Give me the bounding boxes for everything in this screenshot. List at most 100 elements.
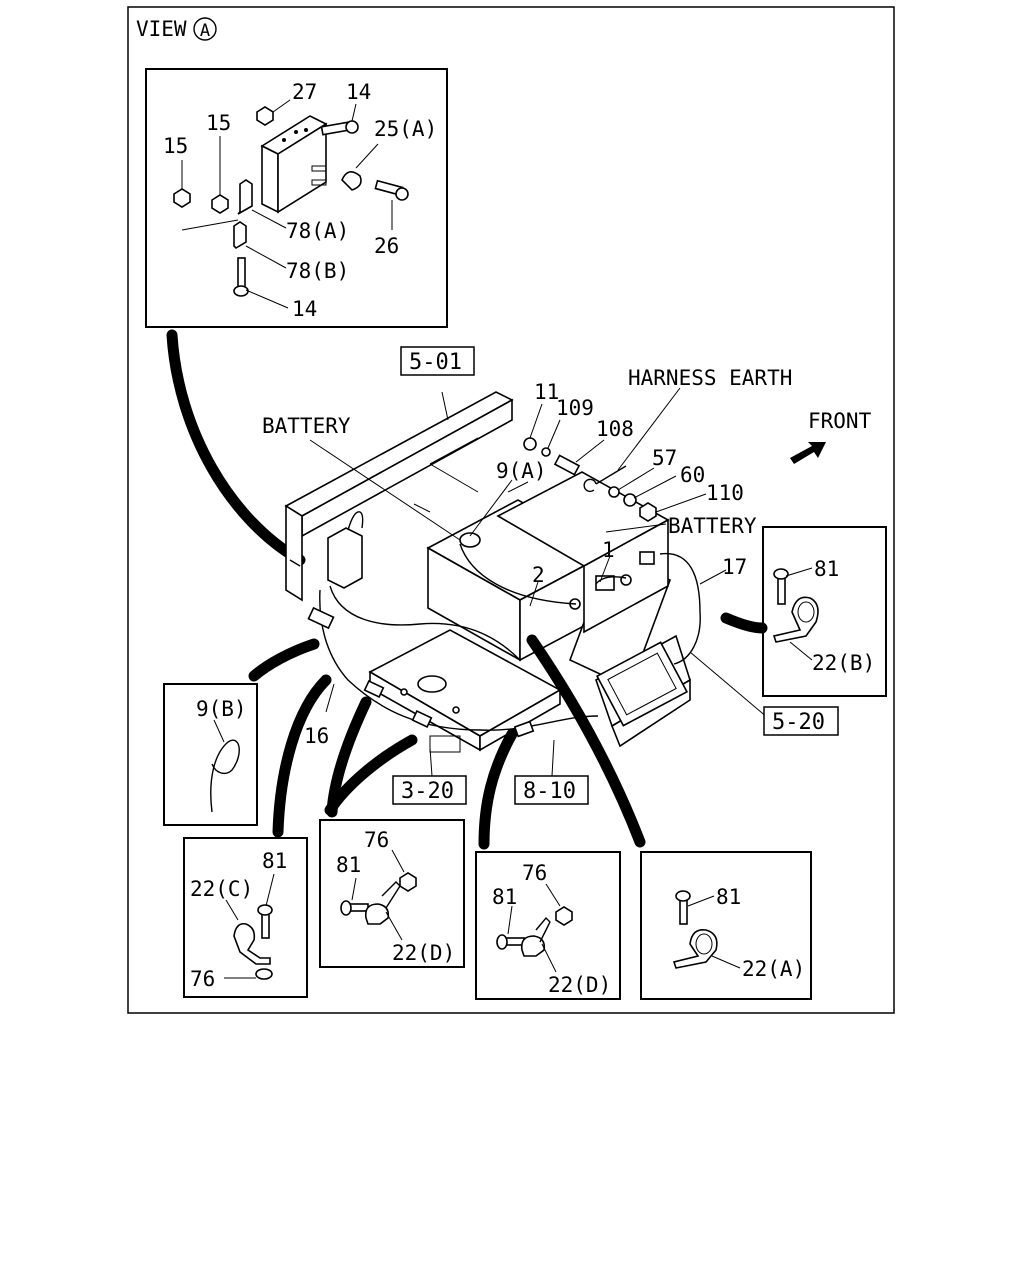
- front-arrow-icon: [790, 442, 826, 464]
- nut-27-icon: [256, 106, 274, 126]
- label-27: 27: [292, 80, 317, 104]
- clip-22d-icon: [520, 935, 546, 957]
- label-81: 81: [814, 557, 839, 581]
- label-78a: 78(A): [286, 219, 349, 243]
- inset-clip-22d-1: 76 81 22(D): [319, 819, 465, 968]
- frame-rail: [284, 391, 514, 517]
- label-78b: 78(B): [286, 259, 349, 283]
- bolt-81-icon: [261, 911, 270, 939]
- ref-3-20: 3-20: [401, 779, 454, 804]
- bolt-81-icon: [777, 575, 786, 605]
- inset-clip-22d-2: 76 81 22(D): [475, 851, 621, 1000]
- inset-clip-22c: 81 22(C) 76: [183, 837, 308, 998]
- label-81: 81: [492, 885, 517, 909]
- cable-1: [595, 576, 627, 585]
- nut-15-icon: [173, 188, 191, 208]
- label-14-bottom: 14: [292, 297, 317, 321]
- label-9b: 9(B): [196, 697, 247, 721]
- label-110: 110: [706, 481, 744, 505]
- inset-view-a: 27 14 15 15 25(A) 78(A) 26 78(B) 14: [145, 68, 448, 328]
- label-57: 57: [652, 446, 677, 470]
- label-60: 60: [680, 463, 705, 487]
- label-2: 2: [532, 563, 545, 587]
- label-17: 17: [722, 555, 747, 579]
- ref-box-5-01: [400, 346, 475, 376]
- callout-22b: [720, 612, 768, 634]
- label-15-upper: 15: [206, 111, 231, 135]
- bolt-26-icon: [374, 179, 409, 201]
- label-9a: 9(A): [496, 459, 547, 483]
- clip-22a-icon: [672, 928, 718, 969]
- label-22d: 22(D): [392, 941, 455, 965]
- cable-17: [659, 552, 701, 665]
- leader-lines: [309, 387, 769, 777]
- label-81: 81: [716, 885, 741, 909]
- label-81: 81: [262, 849, 287, 873]
- ref-8-10: 8-10: [523, 779, 576, 804]
- callout-9b: [248, 638, 320, 682]
- washer-60-icon: [623, 493, 637, 507]
- harness-earth-terminal-icon: [583, 465, 627, 493]
- nut-76-icon: [255, 968, 273, 980]
- washer-57-icon: [608, 486, 620, 498]
- label-109: 109: [556, 396, 594, 420]
- clip-22d-icon: [364, 903, 390, 925]
- callout-22d-2: [478, 728, 518, 850]
- callout-22a: [526, 634, 646, 848]
- cable-2: [459, 543, 577, 605]
- label-76: 76: [522, 861, 547, 885]
- label-15-lower: 15: [163, 134, 188, 158]
- bolt-14b-icon: [233, 257, 249, 297]
- nut-15b-icon: [211, 194, 229, 214]
- view-circle: [193, 17, 217, 41]
- label-26: 26: [374, 234, 399, 258]
- stud-108-icon: [553, 454, 581, 476]
- label-22c: 22(C): [190, 877, 253, 901]
- ref-5-20: 5-20: [772, 710, 825, 735]
- label-108: 108: [596, 417, 634, 441]
- ref-box-5-20: [763, 706, 839, 736]
- main-assembly: [284, 391, 701, 753]
- nut-110-icon: [639, 502, 657, 522]
- ref-5-01: 5-01: [409, 350, 462, 375]
- front-label: FRONT: [808, 409, 872, 433]
- bolt-81-icon: [679, 897, 688, 925]
- label-16: 16: [304, 724, 329, 748]
- label-battery-left: BATTERY: [262, 414, 351, 438]
- plate-78a-icon: [237, 179, 253, 215]
- nut-76-icon: [555, 906, 573, 926]
- label-1: 1: [602, 538, 615, 562]
- ref-box-8-10: [514, 775, 589, 805]
- clip-22c-icon: [233, 922, 271, 965]
- label-76: 76: [190, 967, 215, 991]
- label-22a: 22(A): [742, 957, 805, 981]
- cable-tie-9b-icon: [210, 739, 240, 813]
- bolt-14-icon: [320, 120, 359, 136]
- ref-box-3-20: [392, 775, 467, 805]
- outer-frame: [127, 6, 895, 1014]
- label-11: 11: [534, 380, 559, 404]
- label-14-top: 14: [346, 80, 371, 104]
- cable-16b: [329, 585, 521, 661]
- cable-tie-9a-icon: [459, 532, 481, 548]
- label-25a: 25(A): [374, 117, 437, 141]
- callout-22c: [272, 674, 332, 838]
- label-battery-right: BATTERY: [668, 514, 757, 538]
- view-title: VIEW: [136, 17, 187, 41]
- plate-78b-icon: [233, 221, 247, 250]
- inset-clip-22b: 81 22(B): [762, 526, 887, 697]
- clip-22b-icon: [772, 596, 819, 643]
- label-81: 81: [336, 853, 361, 877]
- label-22b: 22(B): [812, 651, 875, 675]
- callout-view-a: [166, 329, 306, 566]
- nut-76-icon: [399, 872, 417, 892]
- label-22d: 22(D): [548, 973, 611, 997]
- washer-109-icon: [541, 447, 551, 457]
- inset-tie-9b: 9(B): [163, 683, 258, 826]
- callout-22d-1b: [324, 734, 418, 816]
- washer-11-icon: [523, 437, 537, 451]
- clip-25a-icon: [341, 171, 362, 191]
- label-76: 76: [364, 828, 389, 852]
- view-circle-letter: A: [200, 21, 210, 41]
